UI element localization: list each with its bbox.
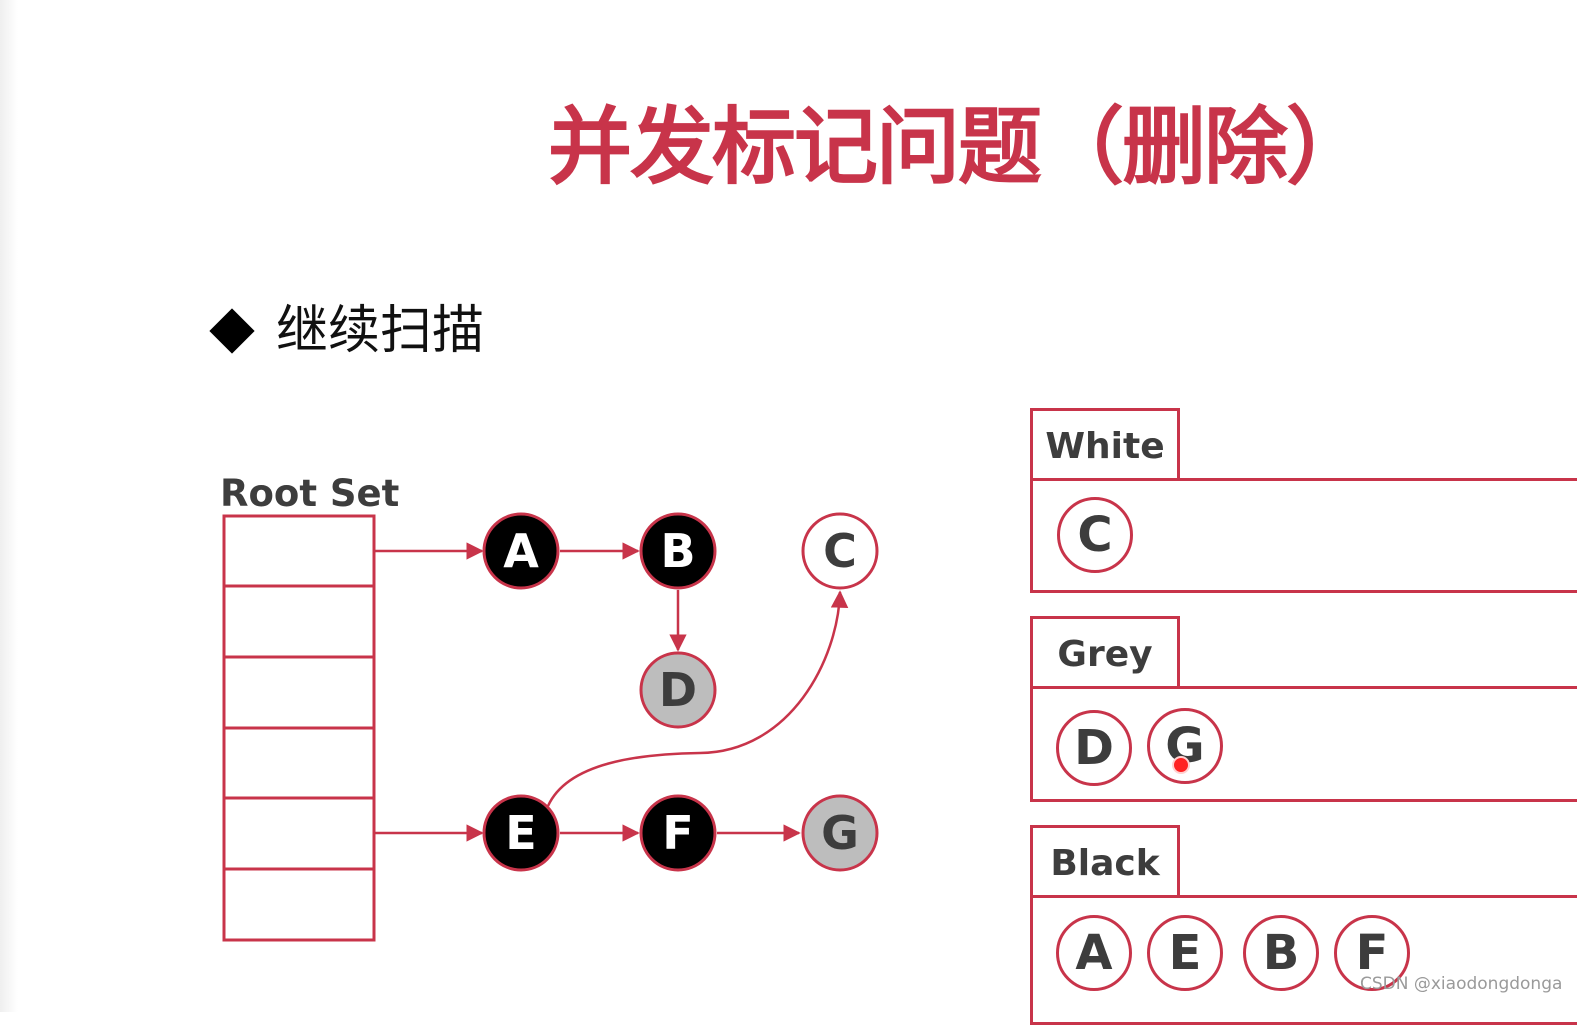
bullet-text: 继续扫描	[276, 301, 485, 361]
node-b-label: B	[660, 524, 695, 578]
node-f: F	[639, 794, 717, 872]
node-f-label: F	[662, 806, 693, 860]
grey-set-tab: Grey	[1030, 616, 1180, 688]
slide-title: 并发标记问题（删除）	[548, 98, 1370, 196]
white-set-box: C	[1030, 478, 1577, 593]
white-set-tab: White	[1030, 408, 1180, 480]
node-g-label: G	[821, 806, 859, 860]
pointer-cursor-icon	[1172, 756, 1190, 774]
edges	[374, 542, 849, 842]
node-d: D	[639, 651, 717, 729]
node-a: A	[482, 512, 560, 590]
black-set-item-b: B	[1243, 915, 1319, 991]
node-a-label: A	[503, 524, 539, 578]
black-set-item-a: A	[1056, 915, 1132, 991]
node-c: C	[801, 512, 879, 590]
white-set-item-c: C	[1057, 497, 1133, 573]
page-edge-shadow	[0, 0, 18, 1012]
black-set-box: A E B F	[1030, 895, 1577, 1025]
black-set-tab: Black	[1030, 825, 1180, 897]
node-e-label: E	[505, 806, 536, 860]
watermark: CSDN @xiaodongdonga	[1360, 974, 1563, 994]
node-c-label: C	[823, 524, 857, 578]
black-set-item-f: F	[1334, 915, 1410, 991]
root-set-table	[222, 514, 376, 942]
root-set-label: Root Set	[220, 472, 400, 515]
grey-set-item-d: D	[1056, 710, 1132, 786]
node-d-label: D	[659, 663, 697, 717]
grey-set-box: D G	[1030, 686, 1577, 802]
node-e: E	[482, 794, 560, 872]
black-set-item-e: E	[1147, 915, 1223, 991]
grey-set-item-g: G	[1147, 708, 1223, 784]
edge-e-to-c	[546, 590, 849, 807]
node-b: B	[639, 512, 717, 590]
node-g: G	[801, 794, 879, 872]
